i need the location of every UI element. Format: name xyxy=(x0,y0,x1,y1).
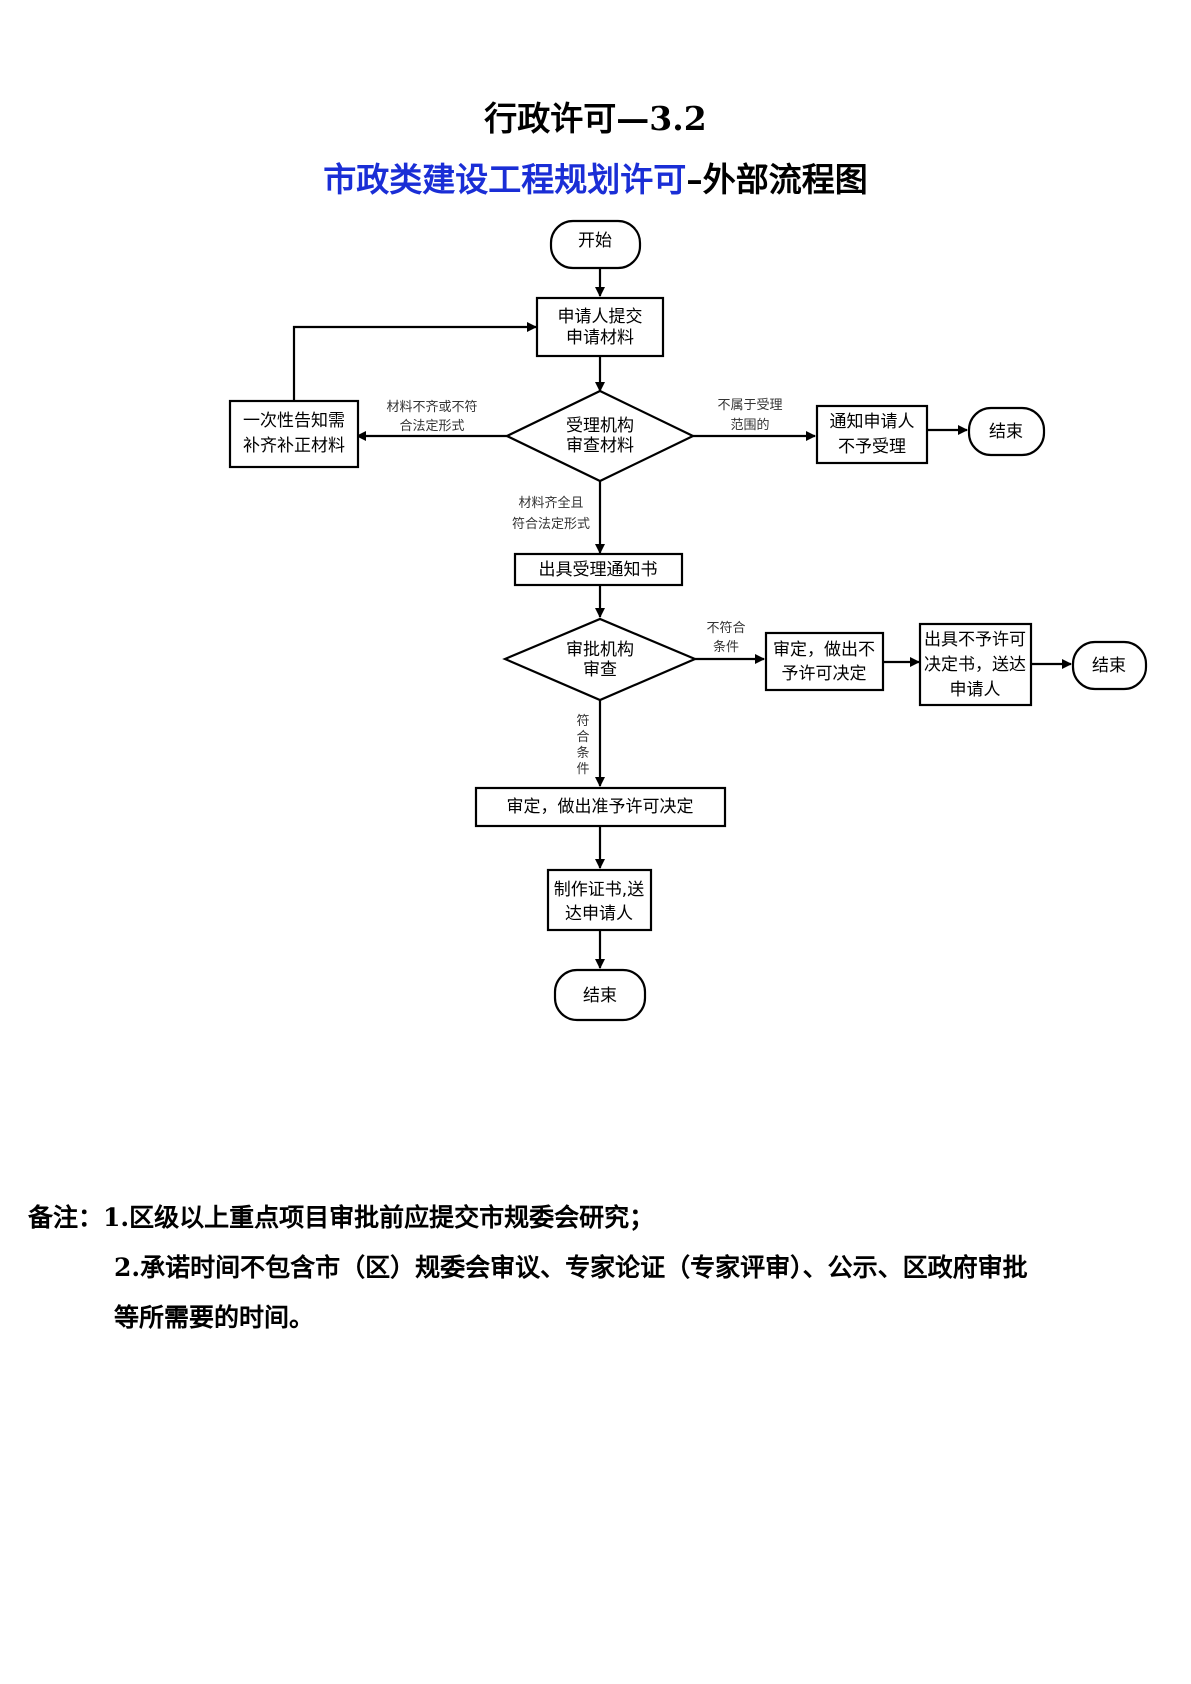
notes-section: 备注：1.区级以上重点项目审批前应提交市规委会研究； 2.承诺时间不包含市（区）… xyxy=(28,1193,1168,1343)
cond-meet-1: 符 xyxy=(576,713,589,729)
submit-box xyxy=(535,296,665,358)
deny-notice-label-3: 申请人 xyxy=(950,680,1001,700)
deny-notice-label-1: 出具不予许可 xyxy=(924,630,1026,650)
approval-diamond xyxy=(502,617,698,702)
notes-label: 备注： xyxy=(28,1203,104,1232)
start-terminal xyxy=(549,219,642,270)
notify-reject-label-1: 通知申请人 xyxy=(830,412,915,432)
document-title: 行政许可—3.2 xyxy=(484,99,707,138)
note-1: 备注：1.区级以上重点项目审批前应提交市规委会研究； xyxy=(28,1193,1168,1243)
deny-notice-box xyxy=(918,622,1033,707)
cond-complete-1: 材料齐全且 xyxy=(518,495,583,511)
arrow-supplement-to-submit xyxy=(292,322,537,400)
submit-label-2: 申请材料 xyxy=(566,328,634,348)
end-terminal-reject xyxy=(967,406,1046,457)
cond-incomplete-1: 材料不齐或不符 xyxy=(386,399,477,415)
accept-notice-box xyxy=(513,552,684,587)
start-label: 开始 xyxy=(578,231,612,251)
grant-decision-box xyxy=(474,786,727,828)
certificate-box xyxy=(546,868,653,932)
approval-label-2: 审查 xyxy=(583,660,617,680)
supplement-box xyxy=(228,399,360,469)
supplement-label-2: 补齐补正材料 xyxy=(243,436,345,456)
deny-decision-label-2: 予许可决定 xyxy=(782,664,867,684)
certificate-label-1: 制作证书,送 xyxy=(554,880,644,900)
note-2-line-1: 2.承诺时间不包含市（区）规委会审议、专家论证（专家评审）、公示、区政府审批 xyxy=(114,1253,1028,1282)
accept-notice-label: 出具受理通知书 xyxy=(539,560,658,580)
document-subtitle: 市政类建设工程规划许可–外部流程图 xyxy=(0,153,1191,201)
subtitle-blue: 市政类建设工程规划许可 xyxy=(323,160,687,199)
cond-complete-2: 符合法定形式 xyxy=(512,516,590,532)
note-1-text: 1.区级以上重点项目审批前应提交市规委会研究； xyxy=(103,1203,655,1232)
end-label-final: 结束 xyxy=(583,986,617,1006)
note-2-line-2: 等所需要的时间。 xyxy=(114,1303,315,1332)
notify-reject-label-2: 不予受理 xyxy=(838,437,906,457)
cond-meet-4: 件 xyxy=(576,762,589,777)
notify-reject-box xyxy=(815,404,929,465)
cond-out-of-scope-1: 不属于受理 xyxy=(717,398,782,413)
deny-decision-label-1: 审定，做出不 xyxy=(773,640,875,660)
certificate-label-2: 达申请人 xyxy=(565,904,633,924)
submit-label-1: 申请人提交 xyxy=(558,307,643,327)
connectors xyxy=(292,268,1072,969)
grant-decision-label: 审定，做出准予许可决定 xyxy=(507,797,694,817)
review-label-1: 受理机构 xyxy=(566,416,634,436)
cond-not-meet-1: 不符合 xyxy=(706,620,745,636)
supplement-label-1: 一次性告知需 xyxy=(243,411,345,431)
deny-notice-label-2: 决定书，送达 xyxy=(924,655,1026,675)
deny-decision-box xyxy=(764,631,885,692)
cond-incomplete-2: 合法定形式 xyxy=(399,419,464,434)
end-terminal-deny xyxy=(1071,640,1148,691)
cond-meet-3: 条 xyxy=(576,745,589,761)
review-label-2: 审查材料 xyxy=(566,436,634,456)
flowchart: 开始 申请人提交 申请材料 受理机构 审查材料 一次性告知需 补齐补正材料 通知… xyxy=(228,219,1148,1022)
review-diamond xyxy=(504,389,696,483)
cond-out-of-scope-2: 范围的 xyxy=(730,417,769,433)
cond-meet-2: 合 xyxy=(576,730,589,745)
end-terminal-final xyxy=(553,968,647,1022)
end-label-reject: 结束 xyxy=(989,422,1023,442)
end-label-deny: 结束 xyxy=(1092,656,1126,676)
cond-not-meet-2: 条件 xyxy=(713,639,739,655)
subtitle-rest: –外部流程图 xyxy=(686,160,868,199)
approval-label-1: 审批机构 xyxy=(566,640,634,660)
